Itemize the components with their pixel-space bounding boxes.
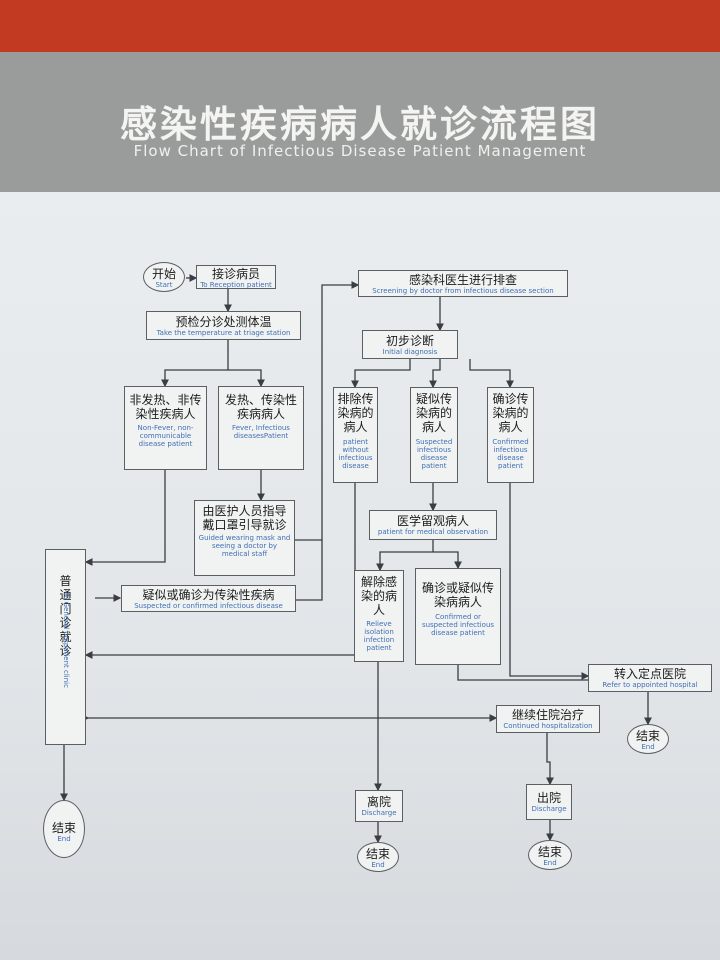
general-clinic-node: 普通门诊就诊 To General outpatient clinic xyxy=(45,549,86,745)
header-band xyxy=(0,52,720,192)
page-title: 感染性疾病病人就诊流程图 xyxy=(120,103,600,146)
top-red-strip xyxy=(0,0,720,52)
page-subtitle: Flow Chart of Infectious Disease Patient… xyxy=(133,142,587,160)
